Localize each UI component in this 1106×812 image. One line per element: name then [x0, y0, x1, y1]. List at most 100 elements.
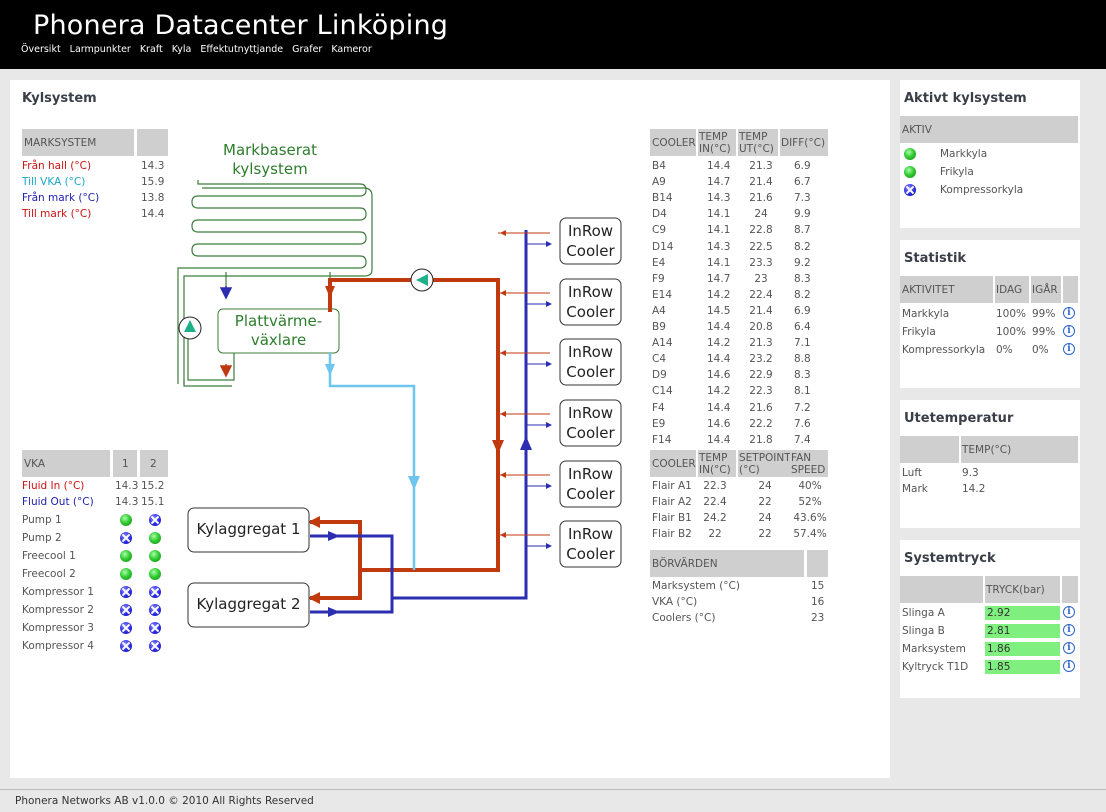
- tryck-header-blank: [900, 576, 983, 603]
- cooler-diff: 9.2: [794, 256, 811, 269]
- info-icon[interactable]: i: [1063, 624, 1075, 636]
- marksystem-value: 13.8: [141, 192, 165, 204]
- tryck-label: Slinga B: [902, 625, 945, 637]
- vka-header-col2: 2: [140, 450, 168, 477]
- status-on-icon: [120, 514, 132, 526]
- flair-name: Flair A2: [652, 496, 692, 508]
- nav-larmpunkter[interactable]: Larmpunkter: [69, 44, 131, 55]
- status-off-icon: [149, 586, 161, 598]
- tryck-header-end: [1062, 576, 1078, 603]
- cooler-name: C4: [652, 353, 667, 366]
- flair-temp-in: 22.3: [703, 480, 727, 492]
- cooler-name: D14: [652, 240, 674, 253]
- stat-label: Markkyla: [902, 308, 950, 320]
- cooler-diff: 7.3: [794, 192, 811, 205]
- borvarden-value: 15: [811, 580, 825, 592]
- vka-header: VKA: [22, 450, 110, 477]
- cooler-temp-ut: 24: [754, 208, 768, 221]
- utetemp-header-blank: [900, 436, 959, 463]
- ground-loop: [177, 180, 373, 387]
- status-off-icon: [120, 532, 132, 544]
- flair-name: Flair B2: [652, 528, 692, 540]
- cooler-temp-in: 14.4: [707, 353, 731, 366]
- marksystem-header-value: [137, 129, 168, 156]
- info-icon[interactable]: i: [1063, 343, 1075, 355]
- stat-header-idag: IDAG: [995, 276, 1029, 303]
- vka-fluid-value: 15.1: [141, 496, 165, 508]
- cooler-temp-ut: 22.3: [749, 385, 773, 398]
- borvarden-header: BÖRVÄRDEN: [650, 550, 804, 577]
- borvarden-label: Coolers (°C): [652, 612, 716, 624]
- main-nav: Översikt Larmpunkter Kraft Kyla Effektut…: [21, 44, 381, 55]
- cooler-temp-in: 14.6: [707, 417, 731, 430]
- cooler-temp-ut: 21.3: [749, 337, 773, 350]
- info-icon[interactable]: i: [1063, 642, 1075, 654]
- nav-oversikt[interactable]: Översikt: [21, 44, 61, 55]
- vka-fluid-value: 14.3: [115, 496, 139, 508]
- kylaggregat-2: Kylaggregat 2: [196, 595, 301, 613]
- cooler-diff: 8.1: [794, 385, 811, 398]
- nav-kyla[interactable]: Kyla: [171, 44, 192, 55]
- status-on-icon: [149, 532, 161, 544]
- cooler-temp-ut: 22.5: [749, 240, 773, 253]
- nav-effektutnyttjande[interactable]: Effektutnyttjande: [200, 44, 284, 55]
- tryck-value: 1.86: [987, 643, 1011, 655]
- cooler-name: E9: [652, 417, 666, 430]
- footer-text: Phonera Networks AB v1.0.0 © 2010 All Ri…: [15, 795, 314, 807]
- cooler-temp-ut: 21.4: [749, 304, 773, 317]
- cooler-temp-in: 14.3: [707, 192, 731, 205]
- statistik-panel: Statistik AKTIVITET IDAG IGÅR Markkyla 1…: [900, 240, 1080, 388]
- stat-label: Frikyla: [902, 326, 936, 338]
- cooler-diff: 8.7: [794, 224, 811, 237]
- info-icon[interactable]: i: [1063, 307, 1075, 319]
- nav-grafer[interactable]: Grafer: [292, 44, 323, 55]
- cooler-temp-ut: 20.8: [749, 321, 773, 333]
- cooler-temp-ut: 22.4: [749, 288, 773, 301]
- status-off-icon: [149, 640, 161, 652]
- cooler-temp-ut: 21.4: [749, 176, 773, 189]
- stat-idag: 0%: [996, 344, 1013, 356]
- panel-title: Statistik: [904, 251, 967, 266]
- nav-kameror[interactable]: Kameror: [331, 44, 372, 55]
- cooler-diff: 8.8: [794, 353, 811, 366]
- cooler-temp-in: 14.6: [707, 369, 731, 382]
- info-icon[interactable]: i: [1063, 325, 1075, 337]
- status-on-icon: [149, 568, 161, 580]
- cooler-temp-in: 14.2: [707, 385, 731, 398]
- stat-idag: 100%: [996, 308, 1027, 320]
- cooler-temp-in: 14.4: [707, 321, 731, 333]
- cooler-name: B14: [652, 192, 673, 205]
- borvarden-value: 23: [811, 612, 825, 624]
- cooler-temp-in: 14.1: [707, 224, 731, 237]
- cooler-temp-in: 14.4: [707, 401, 731, 414]
- kylsystem-panel: Kylsystem MARKSYSTEM Från hall (°C) 14.3…: [10, 80, 890, 778]
- plattvarme-label: Plattvärme- växlare: [234, 312, 323, 349]
- cooler-diff: 6.4: [794, 321, 811, 333]
- cooler-temp-in: 14.3: [707, 240, 731, 253]
- cooler-name: B4: [652, 160, 666, 172]
- flair-setpoint: 24: [758, 480, 772, 492]
- status-off-icon: [149, 622, 161, 634]
- stat-label: Kompressorkyla: [902, 344, 986, 356]
- aktivt-kylsystem-panel: Aktivt kylsystem AKTIV Markkyla Frikyla …: [900, 80, 1080, 228]
- cooler-diff: 8.3: [794, 272, 811, 285]
- cooler-temp-ut: 23.2: [749, 353, 773, 366]
- vka-status-label: Pump 1: [22, 514, 62, 526]
- flair-setpoint: 22: [758, 496, 772, 508]
- info-icon[interactable]: i: [1063, 606, 1075, 618]
- flair-setpoint: 24: [758, 512, 772, 524]
- status-on-icon: [149, 550, 161, 562]
- cooler-temp-in: 14.7: [707, 272, 731, 285]
- cooler-diff: 6.9: [794, 304, 811, 317]
- status-off-icon: [149, 604, 161, 616]
- status-off-icon: [120, 622, 132, 634]
- cooler-temp-ut: 21.6: [749, 401, 773, 414]
- nav-kraft[interactable]: Kraft: [139, 44, 163, 55]
- info-icon[interactable]: i: [1063, 660, 1075, 672]
